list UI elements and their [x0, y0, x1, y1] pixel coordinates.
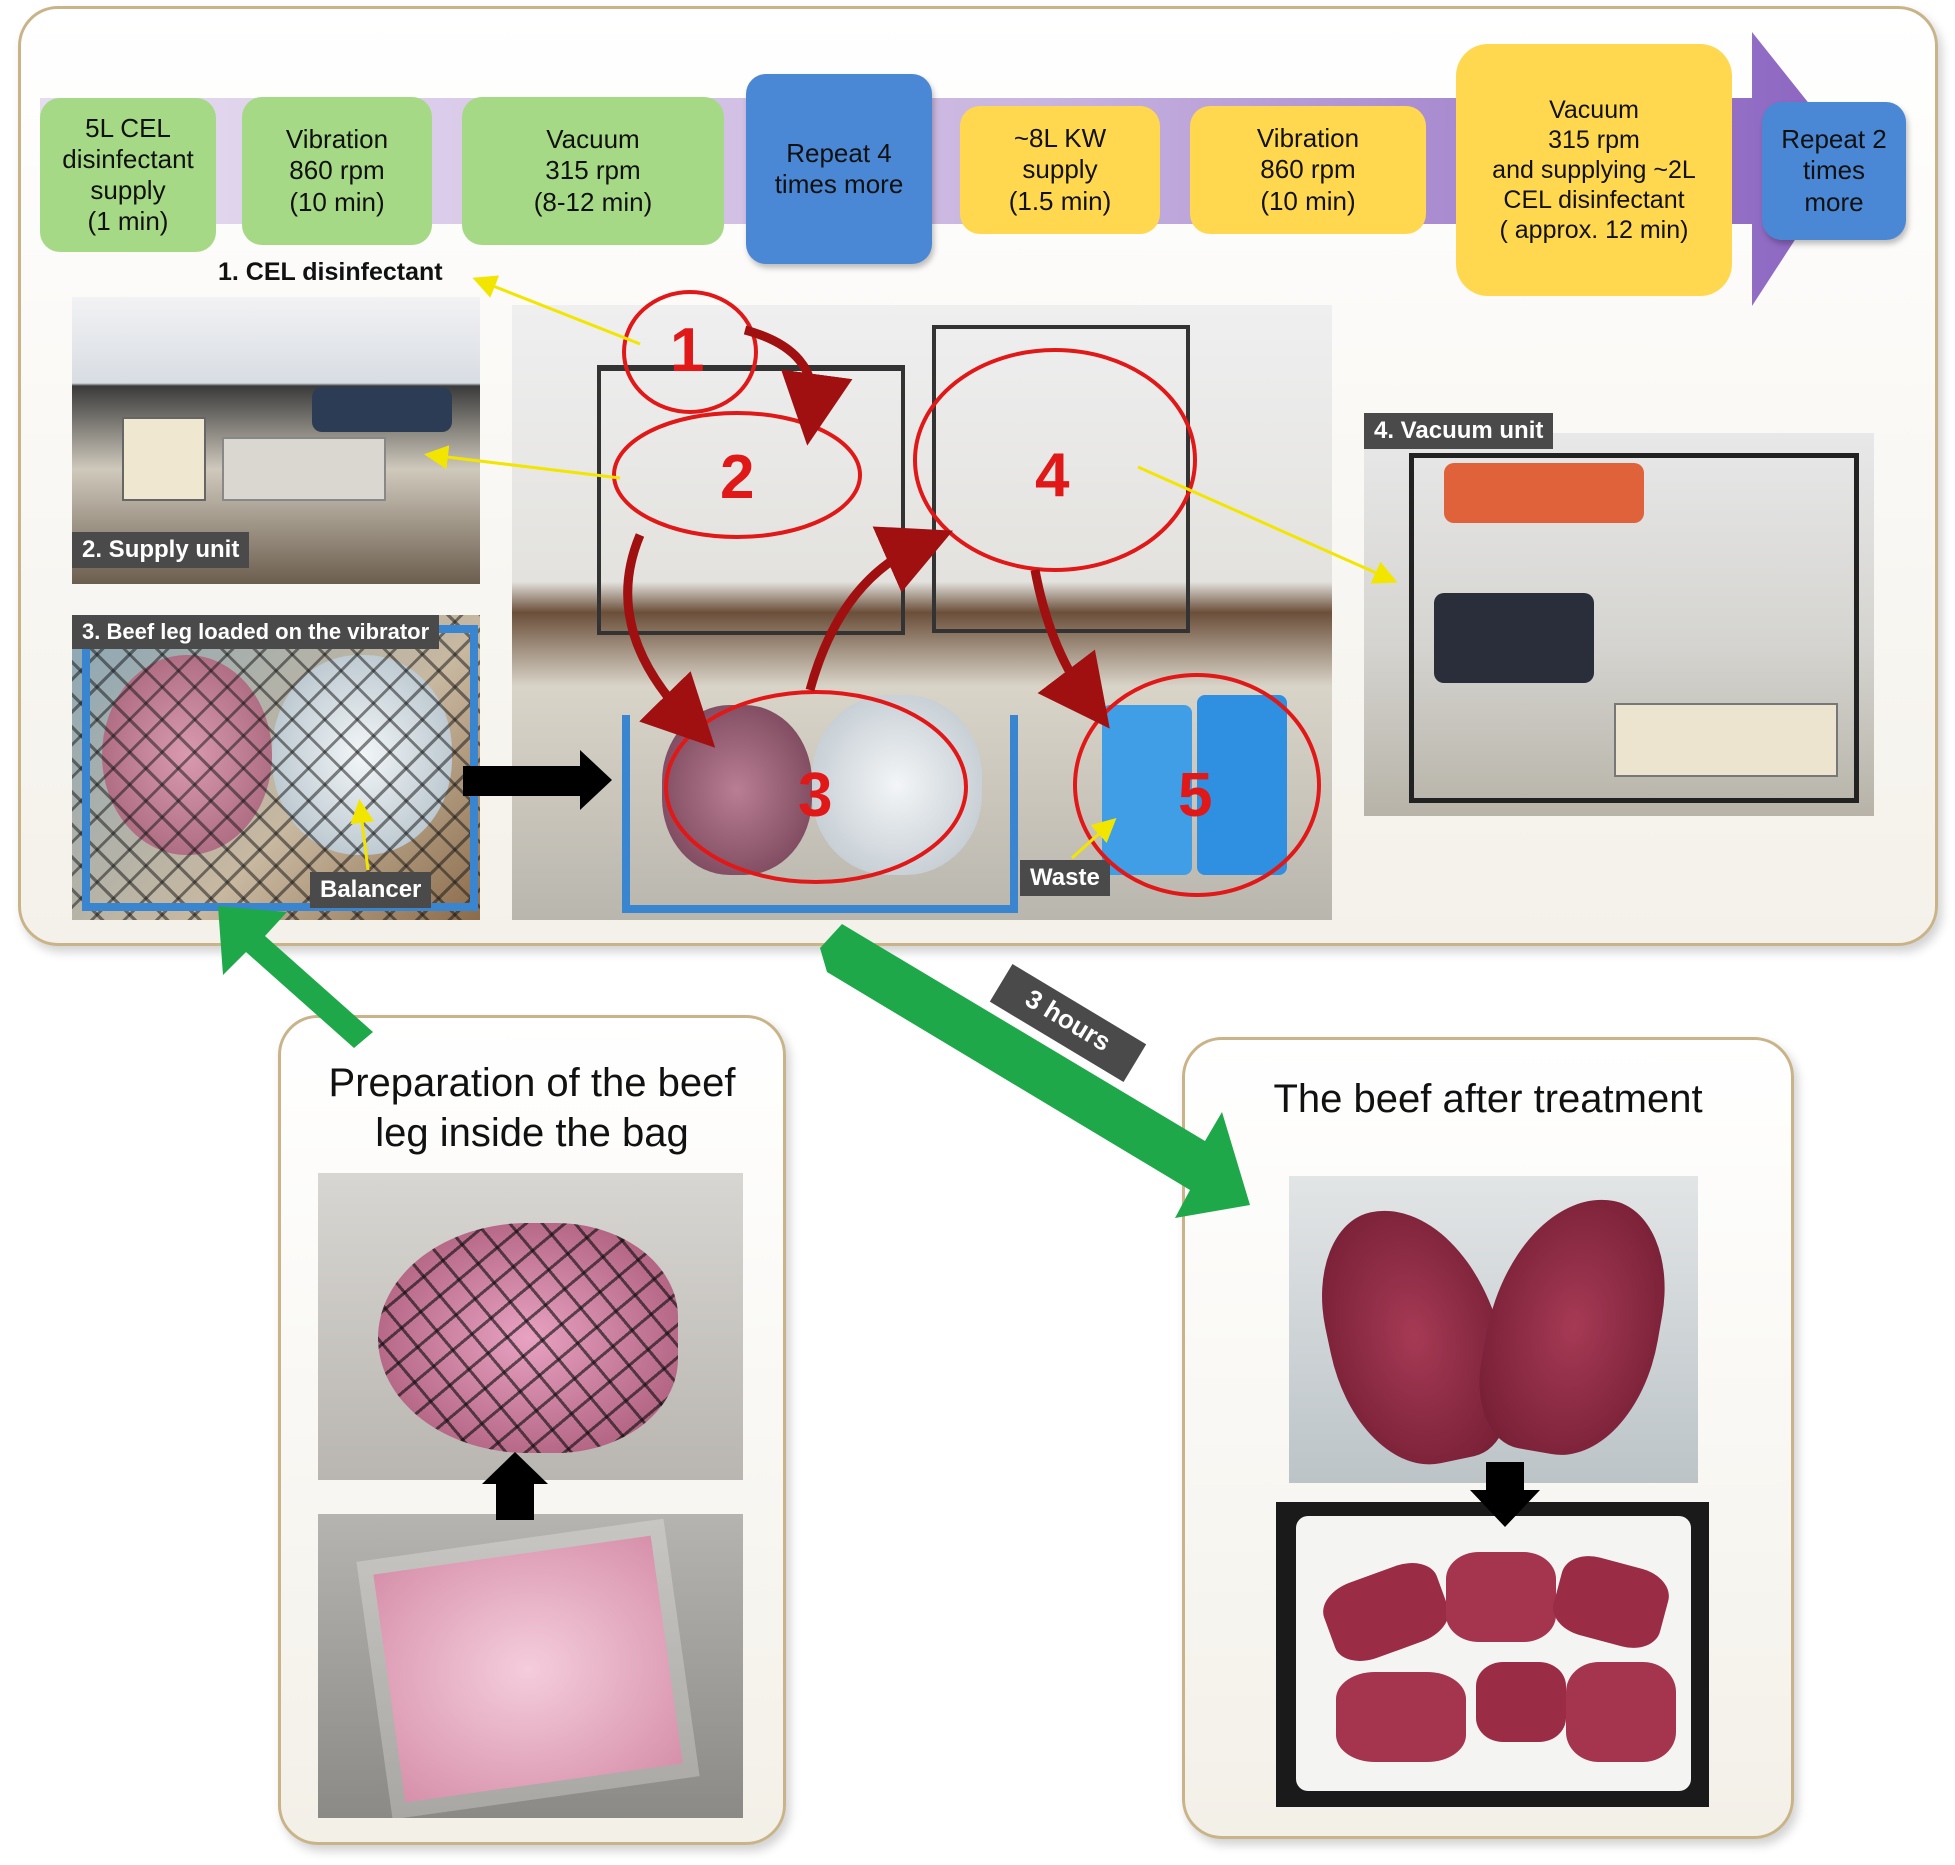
marker-1: 1 — [670, 316, 705, 385]
after-treatment-title: The beef after treatment — [1273, 1077, 1703, 1121]
treated-beef-right — [1467, 1183, 1681, 1469]
beef-loaded-label: 3. Beef leg loaded on the vibrator — [72, 615, 440, 649]
vacuum-unit-label: 4. Vacuum unit — [1364, 413, 1554, 449]
vacuum-pumps — [1444, 463, 1644, 523]
beef-slice-6 — [1566, 1662, 1676, 1762]
duration-label: 3 hours — [1020, 983, 1117, 1058]
supply-unit-box — [222, 437, 386, 501]
step-cel-supply: 5L CEL disinfectant supply (1 min) — [40, 98, 216, 252]
step-vacuum-1: Vacuum 315 rpm (8-12 min) — [462, 97, 724, 245]
step-repeat-4: Repeat 4 times more — [746, 74, 932, 264]
marker-2: 2 — [720, 443, 755, 512]
beef-slice-2 — [1446, 1552, 1556, 1642]
step-repeat-2: Repeat 2 times more — [1762, 102, 1906, 240]
supply-unit-label: 2. Supply unit — [72, 532, 250, 568]
pump-icon — [312, 387, 452, 432]
marker-3: 3 — [798, 761, 833, 830]
step-vacuum-2: Vacuum 315 rpm and supplying ~2L CEL dis… — [1456, 44, 1732, 296]
beef-slice-4 — [1336, 1672, 1466, 1762]
netted-beef-net — [378, 1223, 678, 1453]
marker-4: 4 — [1035, 441, 1070, 510]
cel-disinfectant-label: 1. CEL disinfectant — [218, 258, 443, 286]
preparation-title: Preparation of the beef leg inside the b… — [328, 1061, 736, 1155]
netted-beef-photo — [318, 1173, 743, 1480]
net-overlay — [72, 615, 480, 920]
beef-slice-5 — [1476, 1662, 1566, 1742]
crate-frame — [82, 625, 478, 911]
vacuum-rack — [1409, 453, 1859, 803]
waste-label: Waste — [1020, 860, 1110, 896]
crate — [622, 715, 1018, 913]
balancer-label: Balancer — [310, 872, 432, 908]
vacuum-unit-photo — [1364, 433, 1874, 816]
marker-5: 5 — [1178, 761, 1213, 830]
vacuum-controls — [1614, 703, 1838, 777]
vacuum-pumps-lower — [1434, 593, 1594, 683]
bagged-beef-photo — [318, 1514, 743, 1818]
step-vibration-1: Vibration 860 rpm (10 min) — [242, 97, 432, 245]
treated-beef-photo — [1289, 1176, 1698, 1483]
step-vibration-2: Vibration 860 rpm (10 min) — [1190, 106, 1426, 234]
supply-unit-controls — [122, 417, 206, 501]
sliced-beef-photo — [1276, 1502, 1709, 1807]
step-kw-supply: ~8L KW supply (1.5 min) — [960, 106, 1160, 234]
bag-shine — [356, 1518, 700, 1818]
